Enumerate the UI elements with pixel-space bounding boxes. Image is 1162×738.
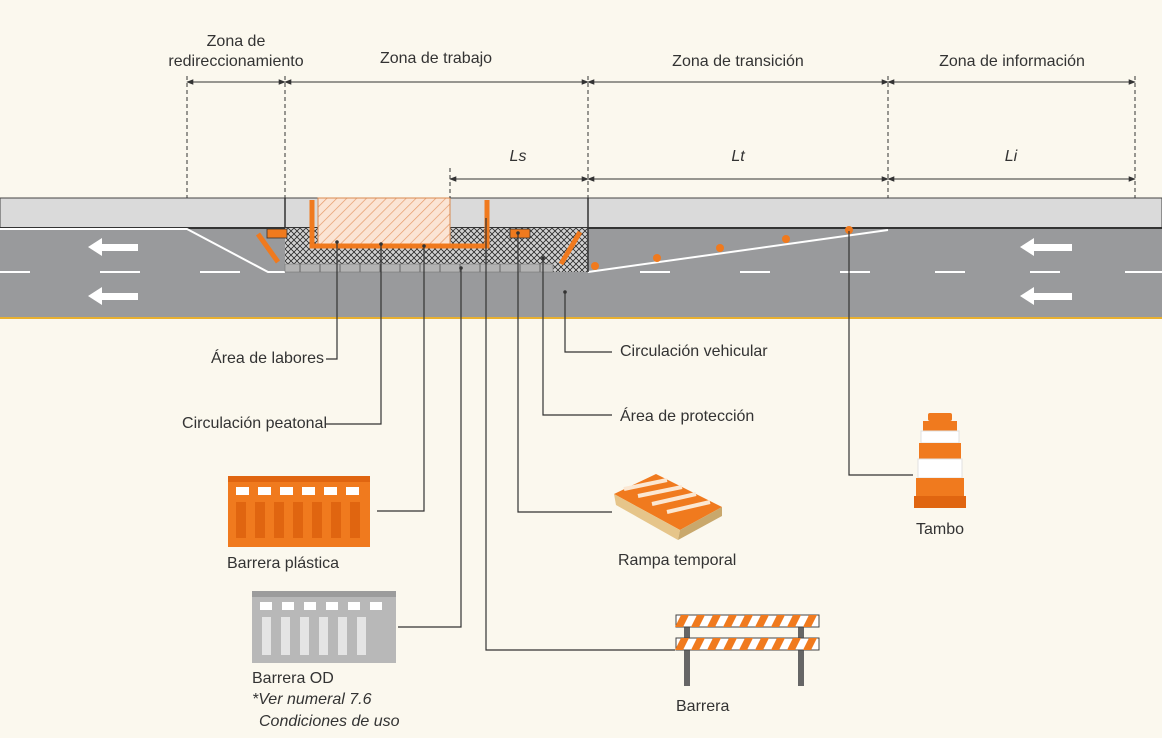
redirect-taper bbox=[0, 228, 285, 273]
od-barrier-note-1: *Ver numeral 7.6 bbox=[252, 691, 372, 708]
zone-work-label: Zona de trabajo bbox=[379, 50, 493, 67]
od-barrier-icon bbox=[252, 591, 396, 663]
zone-info-label: Zona de información bbox=[939, 53, 1085, 70]
ramp-icon bbox=[614, 474, 722, 540]
protection-label: Área de protección bbox=[620, 408, 755, 425]
zone-transition-label: Zona de transición bbox=[672, 53, 804, 70]
plastic-barrier-label: Barrera plástica bbox=[227, 555, 340, 572]
zone-dimensions bbox=[186, 79, 1136, 182]
barricade-label: Barrera bbox=[676, 698, 730, 715]
plastic-barrier-icon bbox=[228, 476, 370, 547]
dim-ls-label: Ls bbox=[509, 148, 527, 165]
work-area bbox=[317, 197, 451, 245]
drum-label: Tambo bbox=[915, 521, 965, 538]
pedestrian-label: Circulación peatonal bbox=[182, 415, 327, 432]
od-barrier-label: Barrera OD bbox=[252, 670, 334, 687]
sidewalk bbox=[0, 197, 1162, 229]
zone-boundaries bbox=[186, 76, 1136, 198]
drum-icon bbox=[914, 413, 966, 508]
work-area-label: Área de labores bbox=[211, 350, 324, 367]
dim-li-label: Li bbox=[1004, 148, 1018, 165]
plastic-barrier-line bbox=[309, 200, 490, 249]
barricade-icon bbox=[675, 614, 820, 686]
zone-redirect-label-line1: Zona de bbox=[206, 33, 266, 50]
transition-taper bbox=[587, 229, 889, 273]
od-barrier-note-2: Condiciones de uso bbox=[259, 713, 400, 730]
leader-lines bbox=[326, 218, 913, 651]
dim-lt-label: Lt bbox=[731, 148, 745, 165]
zone-redirect-label-line2: redireccionamiento bbox=[168, 53, 304, 70]
ramp-label: Rampa temporal bbox=[618, 552, 737, 569]
vehicle-label: Circulación vehicular bbox=[620, 343, 768, 360]
od-barrier-strip bbox=[284, 263, 554, 273]
road-drums bbox=[591, 226, 853, 270]
direction-arrows bbox=[88, 238, 1072, 305]
